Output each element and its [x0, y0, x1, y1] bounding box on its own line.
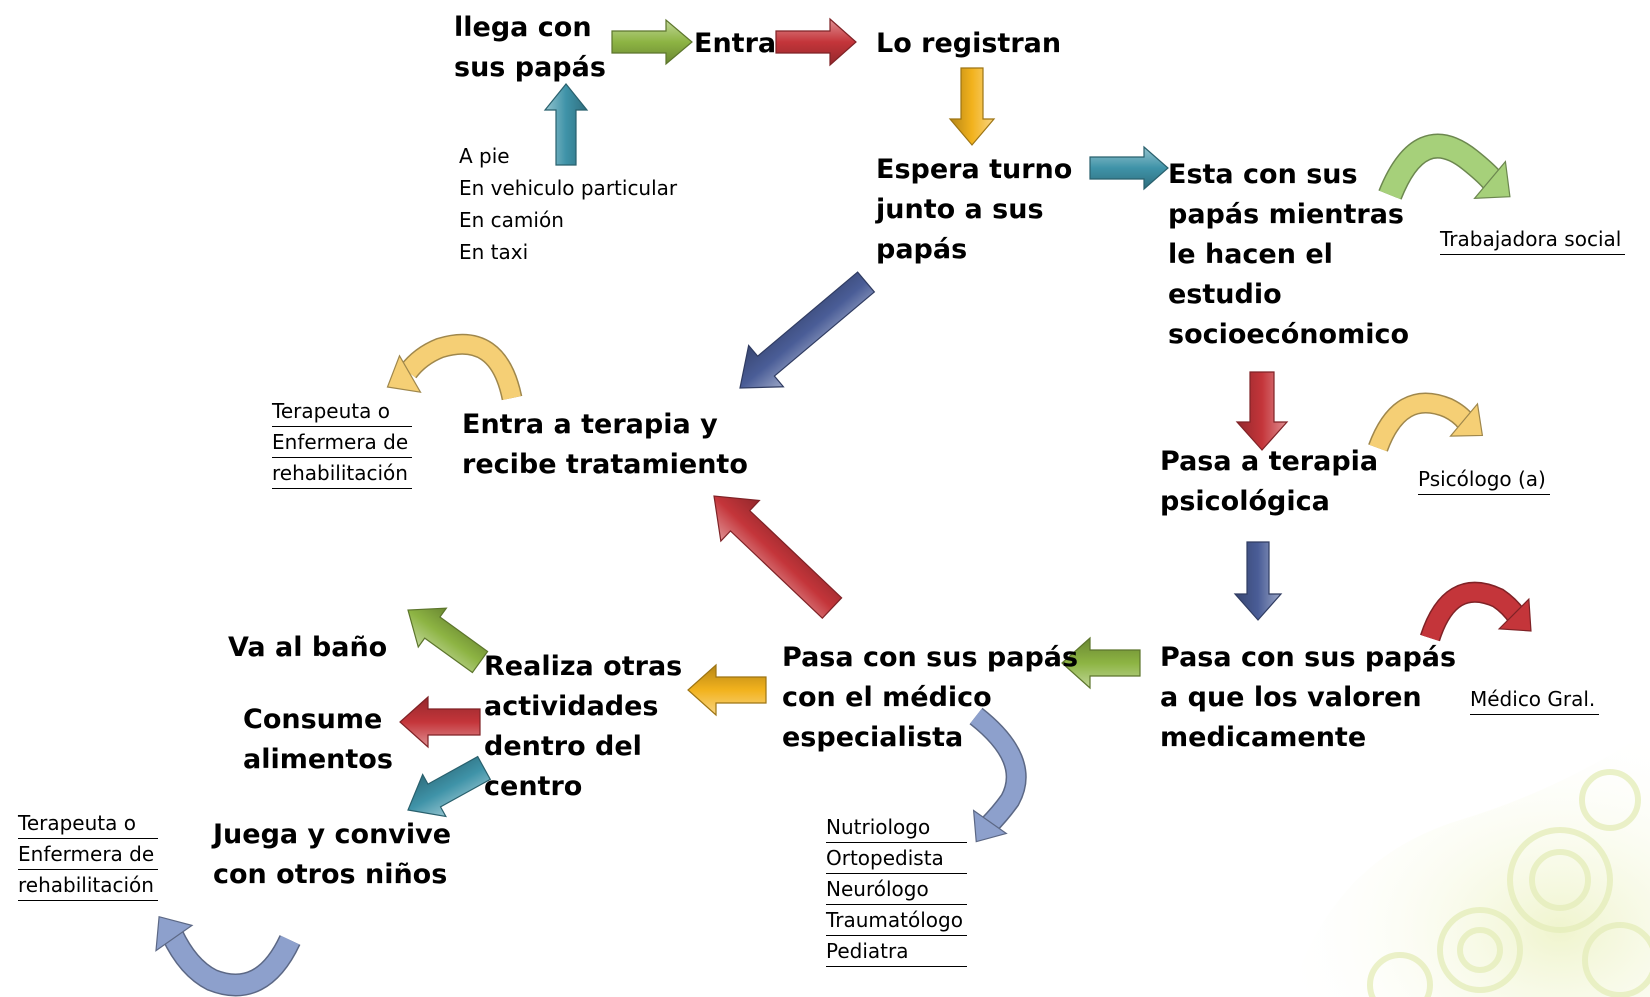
arrow-activities-to-play [407, 755, 492, 818]
arrow-transport-up [543, 83, 589, 166]
node-play: Juega y convive con otros niños [213, 819, 452, 890]
arrow-wait-to-study [1089, 145, 1169, 191]
transport-item: A pie [459, 144, 510, 168]
node-food: Consume alimentos [243, 704, 393, 775]
arrow-wait-to-treatment [739, 271, 876, 389]
role-therapist-top: Terapeuta o Enfermera de rehabilitación [272, 396, 413, 489]
arrow-activities-to-food [399, 695, 481, 749]
arrow-curve-social-worker [1378, 133, 1511, 200]
node-activities: Realiza otras actividades dentro del cen… [484, 651, 683, 802]
arrow-curve-specialists [969, 707, 1027, 843]
role-general-doctor: Médico Gral. [1470, 684, 1600, 715]
arrow-enter-to-register [775, 17, 857, 67]
specialist-item: Pediatra [826, 936, 967, 967]
node-wait: Espera turno junto a sus papás [876, 154, 1073, 265]
arrow-arrive-to-enter [611, 18, 693, 66]
arrow-study-to-psy [1235, 371, 1289, 451]
arrow-medical-to-specialist [1061, 636, 1141, 690]
specialist-list: Nutriologo Ortopedista Neurólogo Traumat… [826, 812, 967, 967]
transport-item: En taxi [459, 240, 529, 264]
role-social-worker: Trabajadora social [1440, 224, 1626, 255]
node-bathroom: Va al baño [228, 632, 388, 663]
arrow-curve-general-doctor [1420, 581, 1532, 642]
node-enter: Entra [694, 28, 777, 59]
specialist-item: Ortopedista [826, 843, 967, 874]
arrow-activities-to-bathroom [407, 607, 489, 674]
arrow-curve-psychologist [1368, 392, 1484, 452]
arrow-psy-to-medical [1233, 541, 1283, 621]
node-therapy-psy: Pasa a terapia psicológica [1160, 446, 1379, 517]
arrow-specialist-to-activities [687, 663, 767, 717]
role-therapist-bottom: Terapeuta o Enfermera de rehabilitación [18, 808, 159, 901]
node-arrive: llega con sus papás [454, 12, 606, 83]
node-study: Esta con sus papás mientras le hacen el … [1168, 159, 1410, 350]
transport-item: En vehiculo particular [459, 176, 678, 200]
node-register: Lo registran [876, 28, 1062, 59]
specialist-item: Traumatólogo [826, 905, 967, 936]
arrow-curve-therapist-top [386, 333, 523, 401]
arrow-register-to-wait [948, 67, 996, 146]
node-treatment: Entra a terapia y recibe tratamiento [462, 409, 748, 480]
transport-list: A pie En vehiculo particular En camión E… [459, 140, 677, 268]
arrow-curve-therapist-bottom [155, 915, 301, 997]
node-specialist: Pasa con sus papás con el médico especia… [782, 642, 1079, 753]
specialist-item: Nutriologo [826, 812, 967, 843]
specialist-item: Neurólogo [826, 874, 967, 905]
arrow-specialist-to-treatment [713, 495, 843, 620]
node-medical: Pasa con sus papás a que los valoren med… [1160, 642, 1457, 753]
transport-item: En camión [459, 208, 564, 232]
role-psychologist: Psicólogo (a) [1418, 464, 1550, 495]
